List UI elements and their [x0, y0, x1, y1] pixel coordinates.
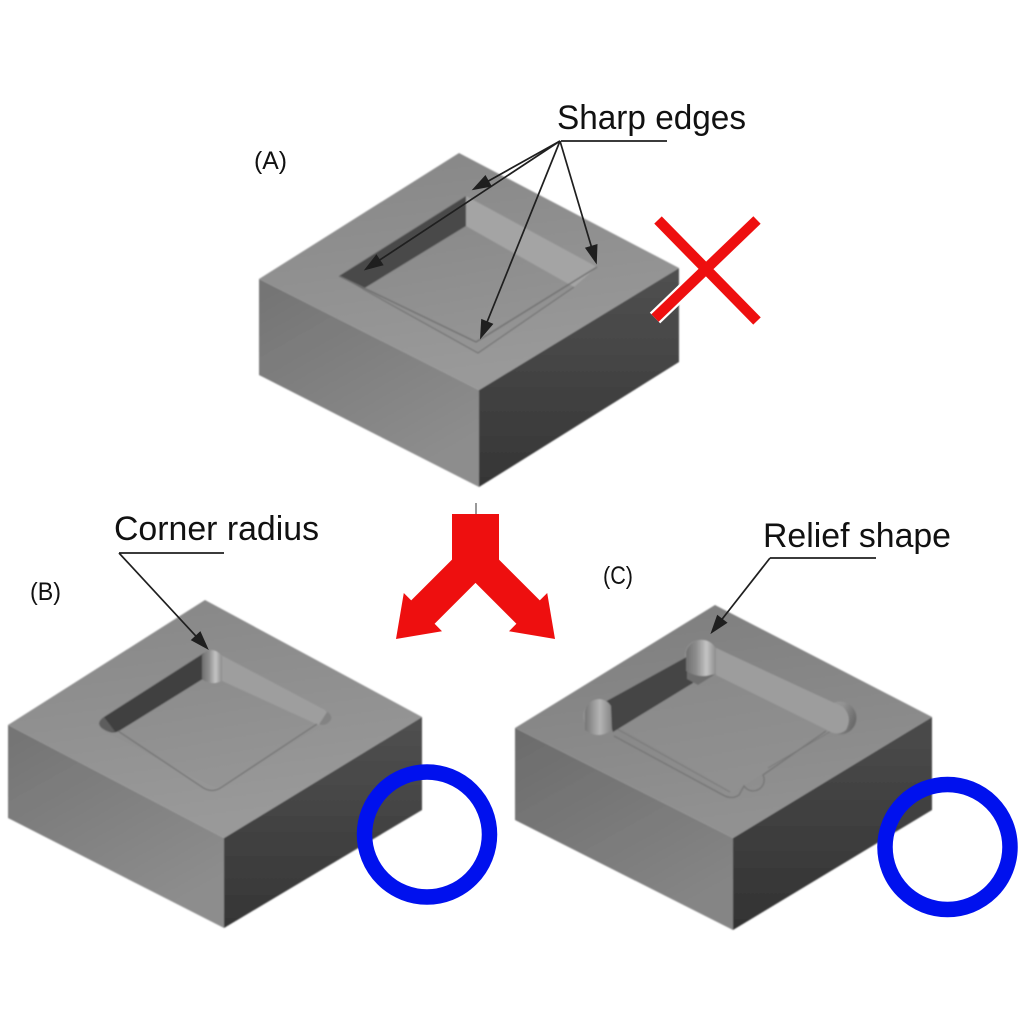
svg-text:(A): (A)	[254, 147, 287, 175]
svg-text:Sharp edges: Sharp edges	[557, 99, 746, 137]
svg-text:(B): (B)	[30, 578, 61, 606]
svg-text:(C): (C)	[603, 562, 633, 590]
svg-text:Relief shape: Relief shape	[763, 517, 951, 555]
svg-text:Corner radius: Corner radius	[114, 510, 319, 548]
